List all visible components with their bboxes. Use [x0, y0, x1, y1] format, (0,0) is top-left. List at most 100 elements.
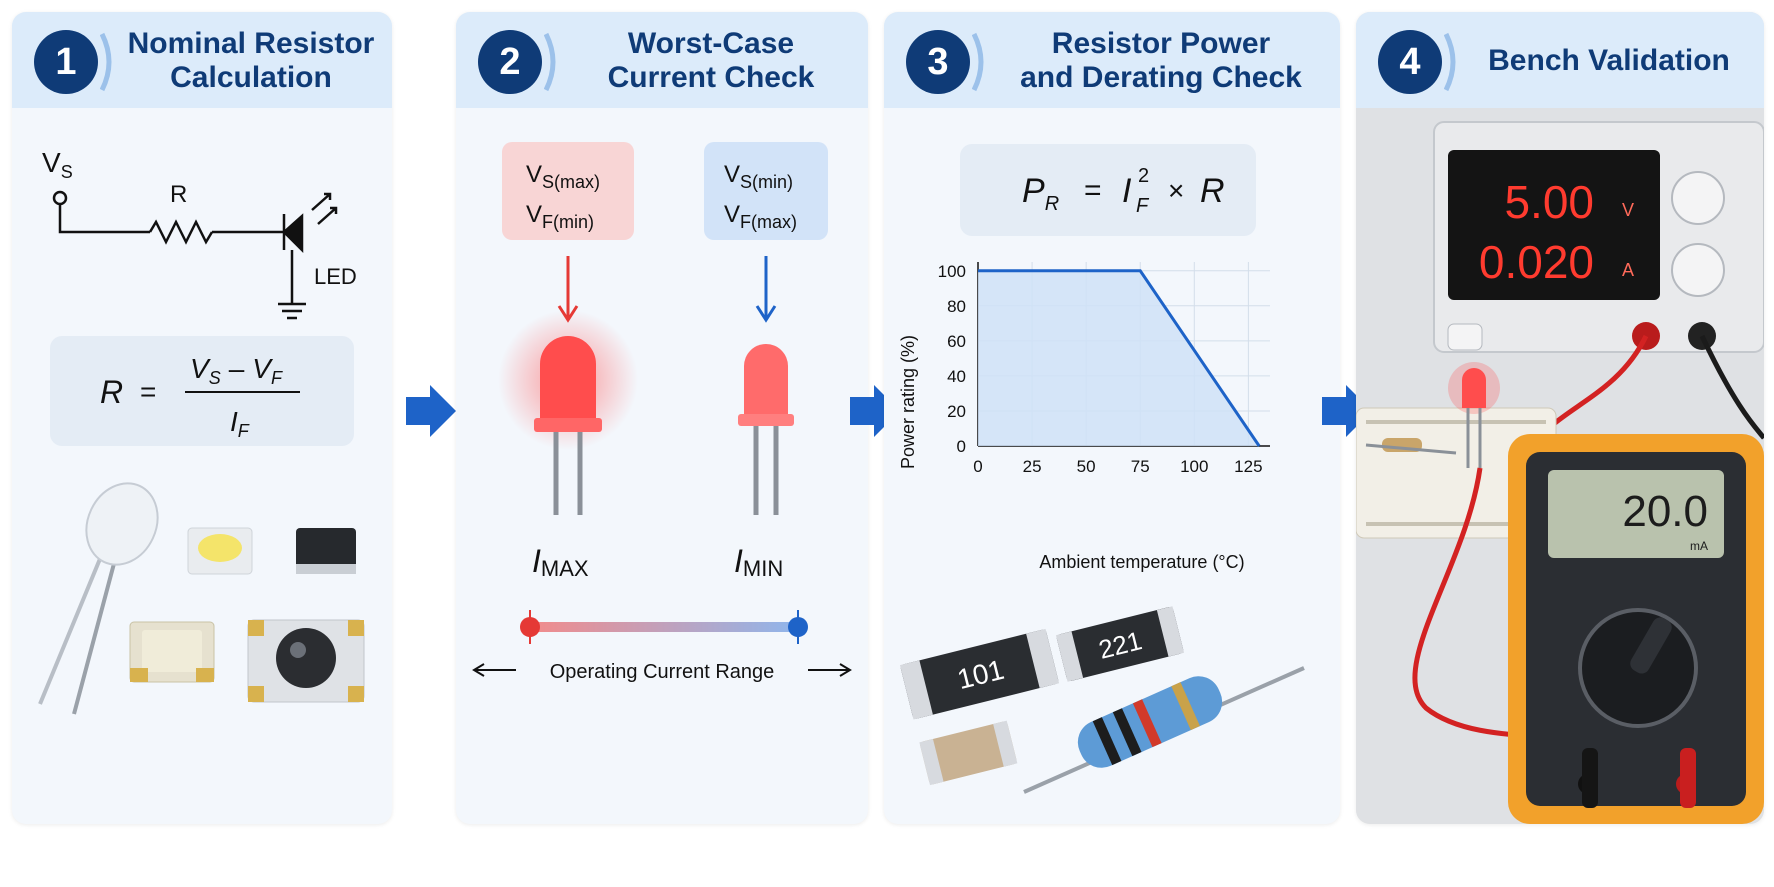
dim-led: [744, 344, 788, 416]
formula-box: PR = I 2 F × R: [960, 144, 1256, 236]
y-tick-label: 60: [947, 332, 966, 351]
step-badge: 1: [34, 30, 98, 94]
worst-case-diagram: VS(max) VF(min) VS(min) VF(max) IMAX IMI…: [472, 142, 852, 683]
voltage-readout: 5.00: [1504, 176, 1594, 228]
resistors-photo: 101 221: [899, 606, 1305, 794]
y-tick-label: 20: [947, 402, 966, 421]
panel-title: Bench Validation: [1464, 26, 1754, 96]
panel-title: Worst-Case Current Check: [564, 26, 858, 96]
current-range-bar: [530, 622, 798, 632]
led-circuit-schematic: VS R LED: [42, 147, 357, 320]
chevron-icon: [1444, 32, 1456, 92]
multimeter-display: [1548, 470, 1724, 558]
svg-text:R: R: [100, 374, 123, 410]
flow-arrow-icon: [406, 385, 456, 437]
y-tick-label: 80: [947, 297, 966, 316]
wire: [58, 204, 150, 234]
panel-title: Resistor Power and Derating Check: [992, 26, 1330, 96]
x-tick-label: 25: [1023, 457, 1042, 476]
resistor-formula: R = VS–VF IF: [100, 353, 300, 441]
svg-text:mA: mA: [1690, 539, 1708, 553]
svg-text:A: A: [1622, 260, 1634, 280]
x-axis-label: Ambient temperature (°C): [1039, 552, 1244, 572]
svg-text:=: =: [1084, 174, 1102, 207]
range-max-marker: [788, 617, 808, 637]
step-badge: 2: [478, 30, 542, 94]
smd-resistor-221: [1056, 607, 1184, 681]
svg-text:V: V: [1622, 200, 1634, 220]
imax-label: IMAX: [532, 543, 589, 581]
imin-label: IMIN: [734, 543, 783, 581]
svg-text:R: R: [1200, 172, 1225, 210]
panel-power-derating: 3 Resistor Power and Derating Check PR =…: [884, 12, 1340, 824]
derating-line: [978, 269, 1261, 447]
panel-header: 2 Worst-Case Current Check: [456, 12, 868, 108]
title-line: Current Check: [607, 61, 815, 94]
svg-text:VS(min): VS(min): [724, 161, 793, 192]
led-symbol: [282, 213, 304, 254]
chart-area: [978, 269, 1261, 447]
range-label: Operating Current Range: [550, 661, 775, 683]
title-line: Worst-Case: [627, 27, 795, 60]
panel-header: 4 Bench Validation: [1356, 12, 1764, 108]
min-condition-box: [704, 142, 828, 240]
y-axis-label: Power rating (%): [898, 335, 918, 469]
resistor-label: R: [170, 181, 187, 208]
panel-header: 3 Resistor Power and Derating Check: [884, 12, 1340, 108]
right-arrow-icon: [808, 663, 852, 677]
panel-header: 1 Nominal Resistor Calculation: [12, 12, 392, 108]
y-tick-label: 0: [957, 437, 966, 456]
led-components-photo: [38, 482, 365, 715]
smd-capacitor: [920, 721, 1017, 785]
chevron-icon: [972, 32, 984, 92]
svg-text:PR: PR: [1022, 172, 1059, 215]
svg-text:VS(max): VS(max): [526, 161, 600, 192]
voltage-knob: [1671, 171, 1725, 225]
svg-text:F: F: [1136, 195, 1150, 217]
power-supply-display: [1448, 150, 1660, 300]
y-tick-label: 100: [938, 262, 966, 281]
range-min-marker: [520, 617, 540, 637]
led-label: LED: [314, 264, 357, 289]
down-arrow-icon: [755, 256, 777, 323]
bright-led: [540, 336, 596, 420]
svg-text:VS–VF: VS–VF: [190, 353, 283, 388]
bench-setup-photo: 5.00 V 0.020 A 20.0 mA: [1356, 108, 1764, 824]
smd-resistor-101: [900, 629, 1059, 719]
left-arrow-icon: [472, 663, 516, 677]
panel-nominal-resistor: 1 Nominal Resistor Calculation VS R LED …: [12, 12, 392, 824]
title-line: and Derating Check: [1020, 61, 1302, 94]
title-line: Nominal Resistor: [127, 27, 375, 60]
meter-readout: 20.0: [1622, 487, 1708, 536]
flow-arrow-icon: [850, 385, 900, 437]
flow-arrow-icon: [1322, 385, 1372, 437]
source-label: VS: [42, 147, 73, 182]
x-tick-label: 75: [1131, 457, 1150, 476]
panel-title: Nominal Resistor Calculation: [120, 26, 382, 96]
step-badge: 3: [906, 30, 970, 94]
x-tick-label: 125: [1234, 457, 1262, 476]
formula-box: R = VS–VF IF: [50, 336, 354, 446]
step-badge: 4: [1378, 30, 1442, 94]
power-formula: PR = I 2 F × R: [1022, 165, 1225, 217]
clear-led: [85, 482, 159, 566]
smd-component-black: [296, 528, 356, 568]
chevron-icon: [100, 32, 112, 92]
breadboard-led: [1462, 368, 1486, 408]
ground-icon: [278, 302, 306, 320]
svg-text:2: 2: [1138, 165, 1149, 187]
current-knob: [1671, 243, 1725, 297]
title-line: Bench Validation: [1488, 44, 1730, 77]
source-node: [52, 190, 68, 206]
svg-text:=: =: [140, 376, 156, 407]
derating-area: [978, 270, 1260, 446]
svg-text:IF: IF: [230, 406, 250, 441]
title-line: Resistor Power: [1051, 27, 1271, 60]
title-line: Calculation: [170, 61, 332, 94]
x-tick-label: 100: [1180, 457, 1208, 476]
chevron-icon: [544, 32, 556, 92]
svg-text:VF(min): VF(min): [526, 201, 594, 232]
